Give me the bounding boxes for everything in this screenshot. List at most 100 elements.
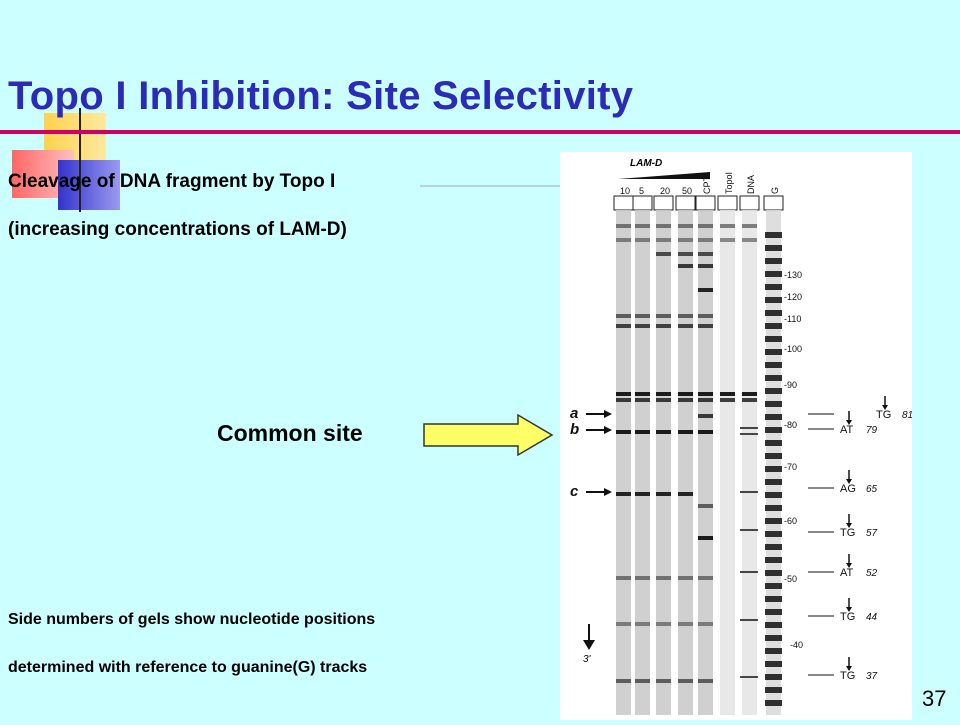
gel-band: [678, 252, 693, 256]
ladder-band: [765, 453, 782, 459]
gel-band: [635, 238, 650, 242]
gel-band: [616, 398, 631, 402]
site-number: 57: [866, 528, 878, 539]
position-label: -40: [790, 640, 803, 650]
gel-band: [635, 398, 650, 402]
gel-band: [616, 679, 631, 683]
gel-band: [742, 392, 757, 396]
band-marker-arrowhead: [604, 488, 612, 496]
cleavage-arrowhead: [846, 666, 852, 671]
band-marker-label: a: [570, 405, 578, 422]
gel-band: [616, 238, 631, 242]
lane-label: G: [770, 187, 780, 194]
cleavage-arrowhead: [846, 523, 852, 528]
gel-band: [678, 398, 693, 402]
gel-band: [616, 622, 631, 626]
gel-band: [635, 324, 650, 328]
gel-band: [656, 324, 671, 328]
lane-label: 10: [620, 186, 630, 196]
ladder-band: [765, 518, 782, 524]
gel-band: [656, 576, 671, 580]
ladder-band: [765, 297, 782, 303]
band-markers: abc: [570, 405, 612, 500]
gel-band: [742, 238, 757, 242]
ladder-band: [765, 635, 782, 641]
gel-lanes: [613, 195, 784, 715]
ladder-band: [765, 258, 782, 264]
site-bases: TG: [876, 409, 891, 421]
position-label: -70: [784, 462, 797, 472]
gel-band: [698, 576, 713, 580]
concentration-wedge: [618, 172, 710, 179]
gel-band: [656, 224, 671, 228]
lane-label: 20: [660, 186, 670, 196]
ladder-band: [765, 492, 782, 498]
ladder-band: [765, 557, 782, 563]
gel-band: [698, 264, 713, 268]
ladder-band: [765, 232, 782, 238]
ladder-band: [765, 349, 782, 355]
ladder-band: [765, 531, 782, 537]
lane: [635, 210, 650, 715]
gel-band: [678, 576, 693, 580]
position-label: -130: [784, 270, 802, 280]
caption-line-1: Cleavage of DNA fragment by Topo I: [8, 171, 336, 192]
gel-band: [678, 492, 693, 496]
position-label: -80: [784, 420, 797, 430]
ladder-band: [765, 310, 782, 316]
gel-band: [678, 238, 693, 242]
gel-band: [635, 679, 650, 683]
gel-band: [698, 314, 713, 318]
three-prime-marker: 3': [583, 624, 595, 665]
band-marker-arrowhead: [604, 426, 612, 434]
title-underline: [0, 130, 960, 134]
gel-band: [678, 264, 693, 268]
gel-band: [678, 622, 693, 626]
gel-band: [656, 252, 671, 256]
gel-band: [698, 392, 713, 396]
slide-number: 37: [922, 686, 947, 711]
gel-band: [616, 492, 631, 496]
ladder-band: [765, 362, 782, 368]
well: [763, 195, 784, 211]
cleavage-arrowhead: [846, 607, 852, 612]
gel-band: [698, 288, 713, 292]
cleavage-arrowhead: [846, 420, 852, 425]
position-label: -90: [784, 380, 797, 390]
lane: [678, 210, 693, 715]
gel-band: [698, 414, 713, 418]
cleavage-arrowhead: [846, 479, 852, 484]
site-bases: AT: [840, 567, 854, 579]
deco-square-blue: [58, 160, 120, 210]
ladder-band: [765, 648, 782, 654]
gel-band: [698, 430, 713, 434]
gel-band: [698, 224, 713, 228]
ladder-band: [765, 570, 782, 576]
well: [653, 195, 674, 211]
gel-band: [698, 622, 713, 626]
site-number: 65: [866, 484, 878, 495]
caption-line-2: (increasing concentrations of LAM-D): [8, 219, 347, 240]
ladder-band: [765, 700, 782, 706]
gel-band: [678, 324, 693, 328]
gel-band: [656, 392, 671, 396]
gel-band: [698, 536, 713, 540]
site-bases: AT: [840, 424, 854, 436]
gel-band: [616, 430, 631, 434]
caption-divider: [420, 185, 560, 187]
lane-label: CPT: [702, 175, 712, 194]
gel-band: [616, 224, 631, 228]
ladder-band: [765, 609, 782, 615]
site-bases: TG: [840, 527, 855, 539]
ladder-band: [765, 479, 782, 485]
gel-band: [656, 492, 671, 496]
ladder-band: [765, 271, 782, 277]
gel-band: [678, 679, 693, 683]
gel-band: [635, 392, 650, 396]
ladder-band: [765, 375, 782, 381]
gel-band: [656, 238, 671, 242]
lane: [720, 210, 735, 715]
position-label: -120: [784, 292, 802, 302]
